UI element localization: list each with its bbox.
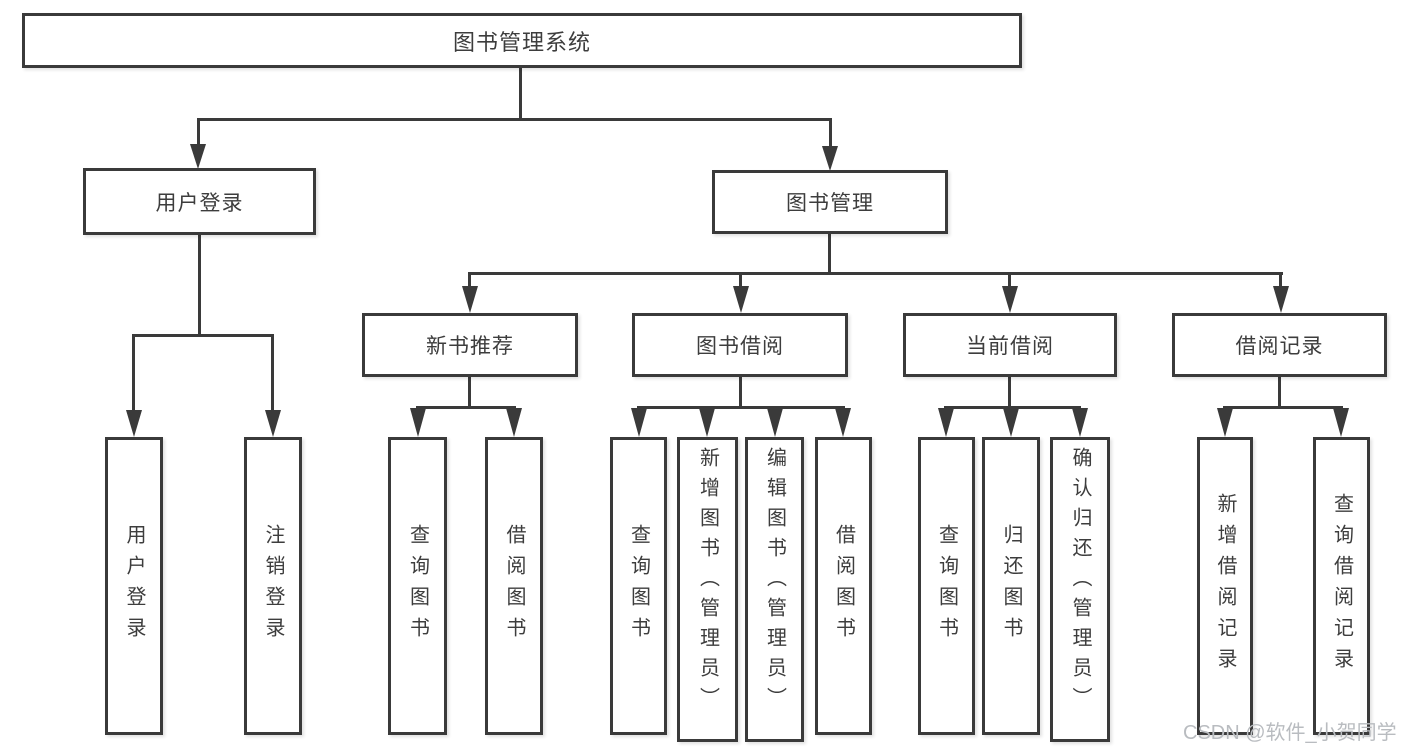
leaf-label: 注销登录 bbox=[262, 524, 284, 648]
node-label: 图书管理 bbox=[786, 192, 874, 215]
connector-line bbox=[198, 235, 201, 337]
leaf-edit-books-admin: 编辑图书（管理员） bbox=[745, 437, 804, 742]
leaf-logout: 注销登录 bbox=[244, 437, 302, 735]
connector-line bbox=[1279, 272, 1282, 288]
arrow-down-icon bbox=[767, 408, 783, 437]
leaf-query-books: 查询图书 bbox=[610, 437, 667, 735]
leaf-label: 新增借阅记录 bbox=[1214, 493, 1236, 679]
connector-line bbox=[1278, 377, 1281, 409]
leaf-label: 归还图书 bbox=[1000, 524, 1022, 648]
leaf-borrow-books: 借阅图书 bbox=[485, 437, 543, 735]
arrow-down-icon bbox=[126, 410, 142, 437]
leaf-borrow-books: 借阅图书 bbox=[815, 437, 872, 735]
node-label: 用户登录 bbox=[155, 191, 244, 215]
connector-line bbox=[469, 272, 1283, 275]
connector-line bbox=[416, 406, 516, 409]
connector-line bbox=[132, 334, 135, 411]
arrow-down-icon bbox=[631, 408, 647, 437]
leaf-query-borrow-record: 查询借阅记录 bbox=[1313, 437, 1370, 735]
connector-line bbox=[271, 334, 274, 411]
leaf-label: 查询借阅记录 bbox=[1330, 493, 1353, 679]
node-borrowing-records: 借阅记录 bbox=[1172, 313, 1387, 377]
node-new-book-recommend: 新书推荐 bbox=[362, 313, 578, 377]
connector-line bbox=[829, 118, 832, 147]
node-book-management: 图书管理 bbox=[712, 170, 948, 234]
arrow-down-icon bbox=[1002, 286, 1018, 313]
arrow-down-icon bbox=[1273, 286, 1289, 313]
leaf-label: 借阅图书 bbox=[503, 524, 525, 648]
node-label: 当前借阅 bbox=[966, 335, 1054, 358]
connector-line bbox=[519, 66, 522, 120]
arrow-down-icon bbox=[190, 144, 206, 169]
node-user-login: 用户登录 bbox=[83, 168, 316, 235]
arrow-down-icon bbox=[699, 408, 715, 437]
arrow-down-icon bbox=[1333, 408, 1349, 437]
arrow-down-icon bbox=[462, 286, 478, 313]
leaf-confirm-return-admin: 确认归还（管理员） bbox=[1050, 437, 1110, 742]
connector-line bbox=[637, 406, 845, 409]
node-label: 新书推荐 bbox=[426, 335, 514, 358]
leaf-label: 查询图书 bbox=[627, 524, 650, 648]
arrow-down-icon bbox=[1003, 408, 1019, 437]
node-book-borrowing: 图书借阅 bbox=[632, 313, 848, 377]
arrow-down-icon bbox=[835, 408, 851, 437]
arrow-down-icon bbox=[506, 408, 522, 437]
connector-line bbox=[1008, 377, 1011, 409]
leaf-return-books: 归还图书 bbox=[982, 437, 1040, 735]
arrow-down-icon bbox=[265, 410, 281, 437]
connector-line bbox=[739, 272, 742, 288]
leaf-label: 查询图书 bbox=[935, 524, 958, 648]
connector-line bbox=[132, 334, 274, 337]
csdn-watermark: CSDN @软件_小贺同学 bbox=[1183, 722, 1397, 744]
connector-line bbox=[944, 406, 1081, 409]
node-label: 图书管理系统 bbox=[452, 29, 591, 55]
connector-line bbox=[468, 272, 471, 288]
arrow-down-icon bbox=[1072, 408, 1088, 437]
connector-line bbox=[197, 118, 832, 121]
arrow-down-icon bbox=[822, 146, 838, 171]
arrow-down-icon bbox=[410, 408, 426, 437]
connector-line bbox=[1008, 272, 1011, 288]
node-label: 借阅记录 bbox=[1235, 335, 1324, 358]
leaf-label: 借阅图书 bbox=[832, 524, 855, 648]
connector-line bbox=[828, 234, 831, 275]
leaf-label: 新增图书（管理员） bbox=[696, 447, 719, 717]
leaf-user-login: 用户登录 bbox=[105, 437, 163, 735]
arrow-down-icon bbox=[938, 408, 954, 437]
arrow-down-icon bbox=[1217, 408, 1233, 437]
connector-line bbox=[1223, 406, 1343, 409]
leaf-add-borrow-record: 新增借阅记录 bbox=[1197, 437, 1253, 735]
leaf-label: 用户登录 bbox=[123, 524, 145, 648]
leaf-label: 编辑图书（管理员） bbox=[763, 447, 786, 717]
leaf-add-books-admin: 新增图书（管理员） bbox=[677, 437, 738, 742]
node-root-library-system: 图书管理系统 bbox=[22, 13, 1022, 68]
connector-line bbox=[468, 377, 471, 409]
connector-line bbox=[739, 377, 742, 409]
node-label: 图书借阅 bbox=[696, 335, 784, 358]
leaf-label: 查询图书 bbox=[406, 524, 429, 648]
node-current-borrowing: 当前借阅 bbox=[903, 313, 1117, 377]
arrow-down-icon bbox=[733, 286, 749, 313]
connector-line bbox=[197, 118, 200, 146]
leaf-query-books: 查询图书 bbox=[918, 437, 975, 735]
leaf-label: 确认归还（管理员） bbox=[1069, 447, 1091, 717]
leaf-query-books: 查询图书 bbox=[388, 437, 447, 735]
